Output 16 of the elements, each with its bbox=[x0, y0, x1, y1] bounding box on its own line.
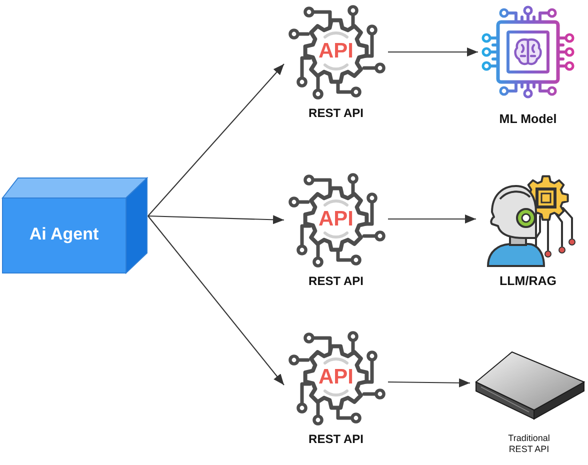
node-caption: REST API bbox=[308, 432, 364, 446]
arrow bbox=[388, 48, 478, 56]
icon-label: API bbox=[318, 207, 354, 231]
icon-label: API bbox=[318, 365, 354, 389]
arrow bbox=[388, 378, 470, 388]
arrow bbox=[148, 215, 284, 224]
icon-label: API bbox=[318, 39, 354, 63]
node-caption: Traditional REST API bbox=[507, 433, 551, 455]
arrow bbox=[388, 214, 476, 224]
node-caption: ML Model bbox=[499, 112, 557, 127]
arrow bbox=[148, 64, 284, 216]
node-caption: REST API bbox=[308, 274, 364, 288]
node-label: Ai Agent bbox=[29, 226, 99, 244]
node-caption: REST API bbox=[308, 106, 364, 120]
node-caption: LLM/RAG bbox=[500, 274, 556, 289]
arrow bbox=[148, 216, 284, 386]
